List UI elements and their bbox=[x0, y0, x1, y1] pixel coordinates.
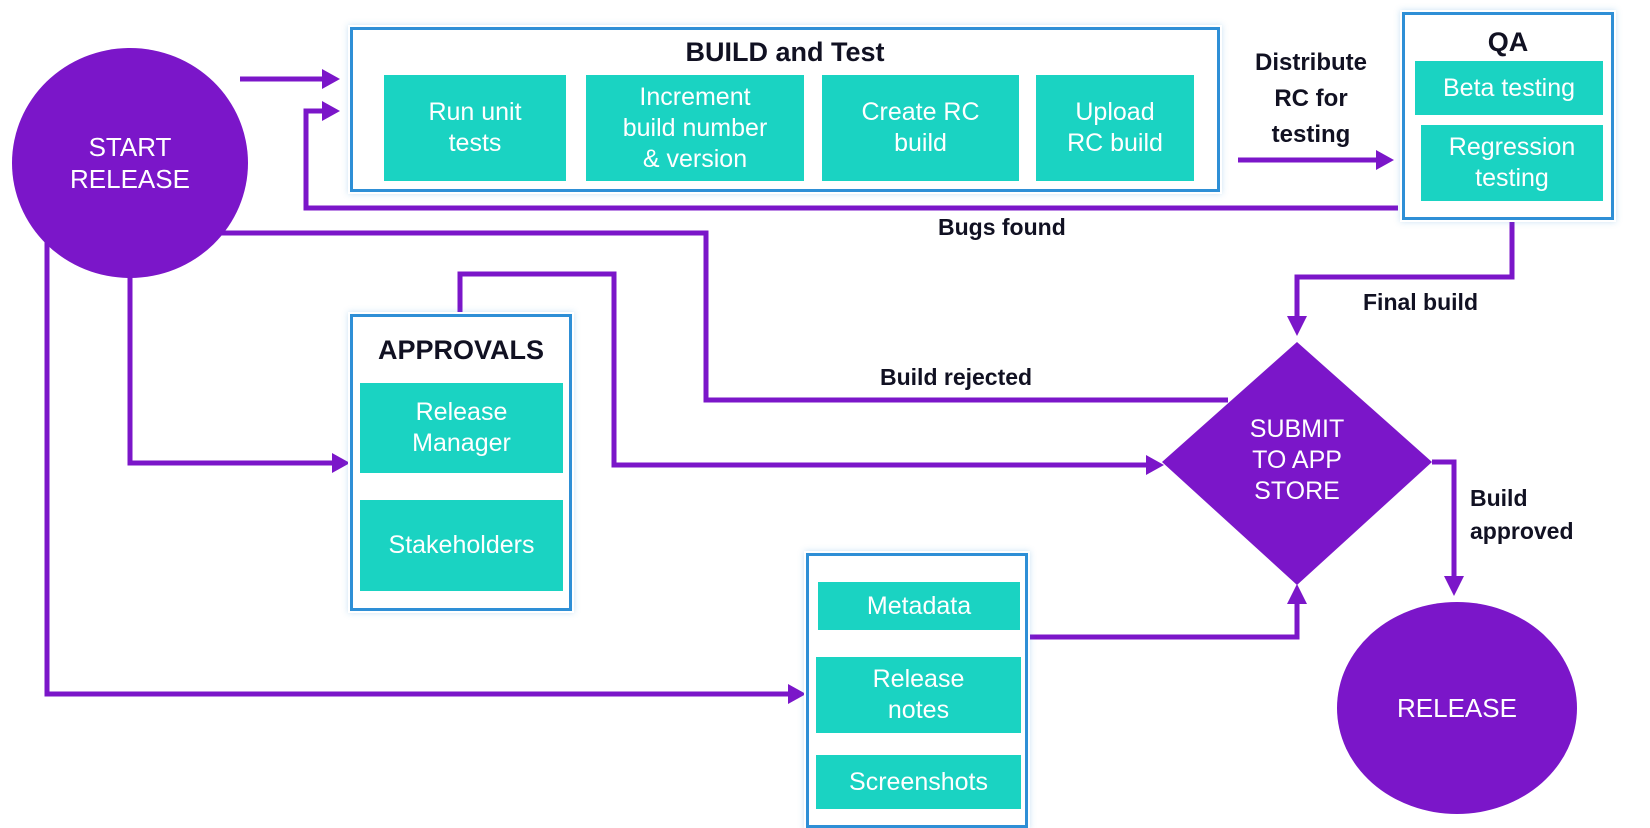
arrow-assets-to-submit bbox=[1028, 600, 1300, 640]
qa-title: QA bbox=[1487, 27, 1529, 57]
start-release-label: START RELEASE bbox=[70, 132, 190, 194]
arrow-start-to-submit-rejected bbox=[208, 230, 1228, 403]
arrow-final-build bbox=[1294, 219, 1515, 318]
release-node: RELEASE bbox=[1337, 602, 1577, 814]
arrow-start-to-approvals bbox=[127, 268, 334, 466]
build-and-test-group: BUILD and Test Run unit tests Increment … bbox=[350, 27, 1220, 192]
approvals-group: APPROVALS Release Manager Stakeholders bbox=[350, 314, 572, 611]
qa-group: QA Beta testing Regression testing bbox=[1402, 12, 1614, 220]
create-rc-build-step: Create RC build bbox=[822, 75, 1019, 181]
submit-to-app-store-label: SUBMIT TO APP STORE bbox=[1249, 414, 1345, 505]
release-notes-step: Release notes bbox=[816, 657, 1021, 733]
release-manager-step: Release Manager bbox=[360, 383, 563, 473]
build-and-test-title: BUILD and Test bbox=[685, 37, 885, 67]
assets-group: Metadata Release notes Screenshots bbox=[806, 553, 1028, 828]
stakeholders-step: Stakeholders bbox=[360, 500, 563, 591]
distribute-rc-label: Distribute RC for testing bbox=[1254, 49, 1367, 148]
run-unit-tests-step: Run unit tests bbox=[384, 75, 566, 181]
metadata-step: Metadata bbox=[818, 582, 1020, 630]
arrow-build-approved bbox=[1432, 459, 1457, 578]
approvals-title: APPROVALS bbox=[377, 335, 545, 365]
build-approved-label: Build approved bbox=[1470, 485, 1574, 544]
build-rejected-label: Build rejected bbox=[880, 364, 1033, 390]
arrow-bugs-found bbox=[303, 108, 1398, 211]
increment-build-step: Increment build number & version bbox=[586, 75, 804, 181]
upload-rc-build-step: Upload RC build bbox=[1036, 75, 1194, 181]
start-release-node: START RELEASE bbox=[12, 48, 248, 278]
final-build-label: Final build bbox=[1363, 289, 1478, 315]
arrow-start-to-assets bbox=[44, 230, 788, 697]
regression-testing-step: Regression testing bbox=[1421, 125, 1603, 201]
screenshots-step: Screenshots bbox=[816, 755, 1021, 809]
bugs-found-label: Bugs found bbox=[938, 214, 1066, 240]
beta-testing-step: Beta testing bbox=[1415, 61, 1603, 115]
arrow-approvals-to-submit bbox=[457, 271, 1148, 468]
release-label: RELEASE bbox=[1397, 693, 1517, 723]
submit-diamond bbox=[1162, 342, 1432, 585]
